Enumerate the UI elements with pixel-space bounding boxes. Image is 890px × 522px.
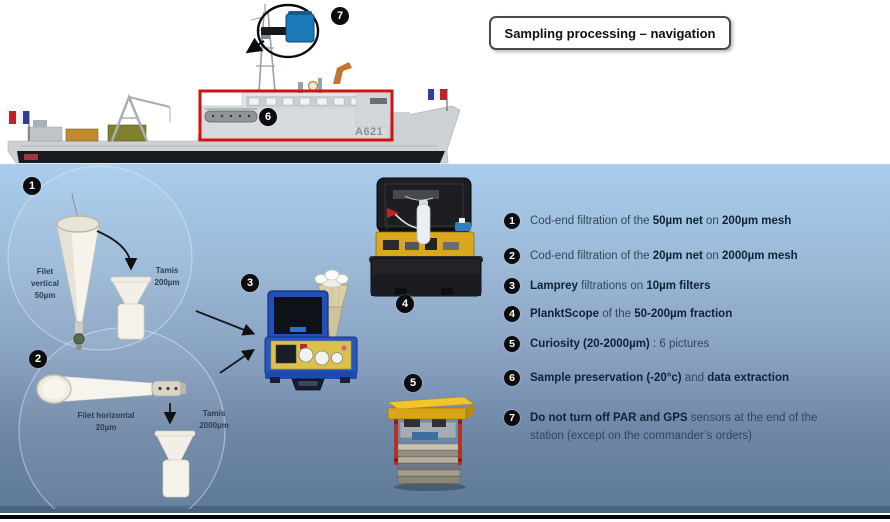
step-text: Sample preservation (-20°c) and data ext… [530, 372, 789, 384]
step-item: 7 Do not turn off PAR and GPS sensors at … [504, 409, 852, 446]
step-item: 6 Sample preservation (-20°c) and data ex… [504, 369, 852, 387]
step-item: 5 Curiosity (20-2000µm) : 6 pictures [504, 335, 852, 353]
step-badge: 2 [504, 248, 520, 264]
region2-to-case-arrow [219, 348, 255, 374]
planktscope-case [369, 177, 483, 297]
ship-illustration: A621 [7, 4, 461, 164]
region-circle-1 [7, 165, 193, 351]
blue-case-lid [267, 290, 329, 342]
life-ring [307, 80, 319, 92]
step-text: Do not turn off PAR and GPS sensors at t… [530, 412, 818, 443]
slide-bottom-rule [0, 515, 890, 519]
deck-container-orange [65, 128, 99, 142]
steps-list: 1 Cod-end filtration of the 50µm net on 2… [504, 0, 890, 522]
case-handle [270, 377, 350, 391]
horizontal-net [36, 374, 186, 404]
marker-2: 2 [29, 350, 47, 368]
page-title: Sampling processing – navigation [504, 25, 716, 41]
marker-5: 5 [404, 374, 422, 392]
sensor-callout [245, 3, 320, 59]
step-text: PlanktScope of the 50-200µm fraction [530, 308, 733, 320]
region1-to-case-arrow [195, 310, 256, 336]
nets-diagram [7, 165, 256, 509]
sensor-arm [261, 27, 288, 35]
step-badge: 3 [504, 278, 520, 294]
curiosity-device [387, 396, 475, 491]
hull-number: A621 [355, 126, 383, 138]
step-item: 4 PlanktScope of the 50-200µm fraction [504, 305, 852, 323]
water-edge [0, 506, 890, 513]
marker-3: 3 [241, 274, 259, 292]
label-filet-vertical: Filet vertical 50µm [30, 267, 60, 300]
curiosity-midsection [394, 418, 462, 465]
ship-funnel [333, 62, 352, 84]
ship-waterline-stripe [17, 151, 445, 163]
vertical-net [56, 192, 100, 350]
deck-crane [110, 93, 171, 142]
net1-to-sieve-arrow [96, 230, 138, 271]
curiosity-stack [397, 443, 461, 484]
step-item: 3 Lamprey filtrations on 10µm filters [504, 277, 852, 295]
callout-circle [256, 3, 320, 59]
launch-boat [204, 108, 258, 123]
step-text: Cod-end filtration of the 50µm net on 20… [530, 215, 792, 227]
blue-case-base [264, 336, 358, 379]
label-filet-horizontal: Filet horizontal 20µm [77, 411, 135, 432]
marker-6: 6 [259, 108, 277, 126]
step-badge: 7 [504, 410, 520, 426]
step-badge: 6 [504, 370, 520, 386]
bow-flag-france [428, 89, 448, 111]
label-tamis-2000: Tamis 2000µm [199, 409, 229, 430]
step-item: 2 Cod-end filtration of the 20µm net on 2… [504, 247, 852, 265]
stern-flag-france [9, 111, 30, 141]
hull-red-patch [24, 154, 38, 160]
marker-4: 4 [396, 295, 414, 313]
step-badge: 4 [504, 306, 520, 322]
marker-7: 7 [331, 7, 349, 25]
lamprey-filtration-case [264, 269, 358, 391]
step-text: Lamprey filtrations on 10µm filters [530, 280, 711, 292]
title-box: Sampling processing – navigation [489, 16, 731, 50]
black-case-base [369, 256, 483, 297]
step-badge: 5 [504, 336, 520, 352]
planktscope-instrument [375, 200, 475, 261]
highlight-rect [198, 89, 394, 142]
sieve-200um [110, 276, 152, 340]
par-gps-sensor [285, 13, 315, 43]
step-text: Cod-end filtration of the 20µm net on 20… [530, 250, 798, 262]
stern-deck-gear [27, 120, 63, 142]
label-tamis-200: Tamis 200µm [154, 266, 180, 287]
step-item: 1 Cod-end filtration of the 50µm net on 2… [504, 212, 852, 230]
sieve-2000um [154, 430, 196, 498]
marker-1: 1 [23, 177, 41, 195]
step-badge: 1 [504, 213, 520, 229]
curiosity-top-plate [387, 396, 475, 420]
step-text: Curiosity (20-2000µm) : 6 pictures [530, 338, 710, 350]
